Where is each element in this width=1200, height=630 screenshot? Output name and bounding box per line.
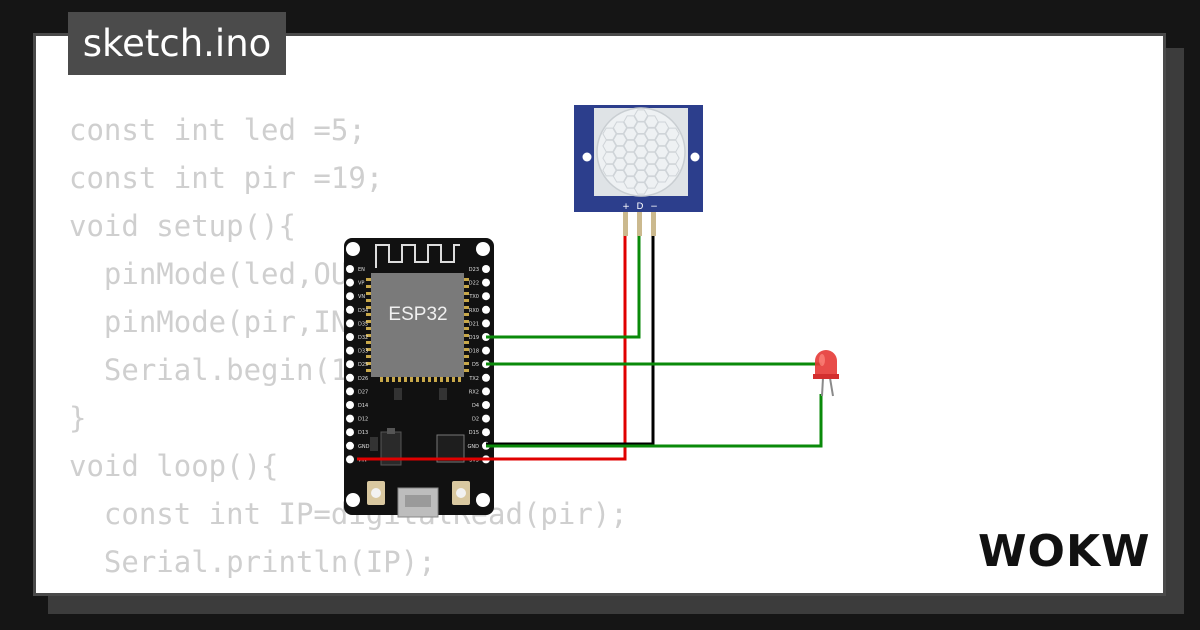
header-pin[interactable] [482,265,490,273]
pir-pin-label: D [637,202,644,212]
header-pin[interactable] [482,319,490,328]
pin-label: D18 [469,349,479,355]
pin-label: TX0 [468,294,479,300]
header-pin[interactable] [346,373,354,382]
pin-label: D35 [358,321,368,327]
header-pin[interactable] [346,333,354,341]
pin-label: RX2 [469,389,479,395]
header-pin[interactable] [482,346,490,355]
wire-gnd-to-pir-gnd[interactable] [486,236,655,446]
pin-label: D12 [358,417,368,423]
header-pin[interactable] [482,292,490,301]
header-pin[interactable] [346,305,354,314]
code-line: const int led =5; [69,113,366,147]
pin-label: RX0 [469,308,479,314]
header-pin[interactable] [482,401,490,409]
pin-label: D27 [358,389,368,395]
header-pin[interactable] [346,278,354,287]
wire-d19-to-pir-out[interactable] [486,236,641,339]
red-led[interactable] [813,350,839,397]
header-pin[interactable] [346,414,354,423]
file-tab[interactable]: sketch.ino [68,12,286,75]
header-pin[interactable] [346,360,354,369]
pin-label: TX2 [468,376,479,382]
pin-label: D2 [472,417,479,423]
pin-label: D21 [469,321,479,327]
pin-label: EN [358,267,365,273]
pir-pin-label: + [622,202,630,212]
code-line: } [69,401,87,435]
pin-label: D19 [469,335,479,341]
header-pin[interactable] [482,305,490,314]
pin-label: D5 [472,362,479,368]
pin-label: D34 [358,308,368,314]
header-pin[interactable] [482,387,490,396]
pin-label: D15 [469,430,479,436]
header-pin[interactable] [346,428,354,437]
pin-label: D4 [472,403,479,409]
wokwi-logo: WOKWi [978,526,1154,576]
pin-label: D22 [469,281,479,287]
header-pin[interactable] [346,401,354,409]
pin-label: VN [358,294,365,300]
pin-label: GND [468,444,480,450]
header-pin[interactable] [346,292,354,301]
logo-text: WOKWi [978,526,1154,576]
pin-label: D14 [358,403,368,409]
wire-gnd-to-led[interactable] [486,394,823,448]
header-pin[interactable] [346,346,354,355]
code-line: void loop(){ [69,449,279,483]
pin-label: D23 [469,267,479,273]
pir-pin-label: − [650,202,658,212]
fresnel-lens-icon [596,107,686,197]
pin-label: D33 [358,349,368,355]
code-line: Serial.println(IP); [69,545,436,579]
header-pin[interactable] [346,319,354,328]
header-pin[interactable] [482,414,490,423]
header-pin[interactable] [482,278,490,287]
pin-label: D26 [358,376,368,382]
pin-label: D25 [358,362,368,368]
pin-label: GND [358,444,370,450]
wire-vin-to-pir-vcc[interactable] [357,236,627,461]
code-line: const int pir =19; [69,161,384,195]
header-pin[interactable] [346,265,354,273]
antenna-icon [375,244,460,268]
esp32-chip [371,273,464,377]
header-pin[interactable] [482,373,490,382]
header-pin[interactable] [346,387,354,396]
chip-label: ESP32 [388,304,447,325]
header-pin[interactable] [482,428,490,437]
code-line: void setup(){ [69,209,296,243]
esp32-board[interactable]: ESP32 ENVPVND34D35D32D33D25D26D27D14D12D… [344,238,494,518]
header-pin[interactable] [346,441,354,450]
pin-label: VP [358,281,364,287]
pir-sensor[interactable]: + D − [574,105,703,236]
header-pin[interactable] [346,455,354,464]
pin-label: D13 [358,430,368,436]
pin-label: D32 [358,335,368,341]
